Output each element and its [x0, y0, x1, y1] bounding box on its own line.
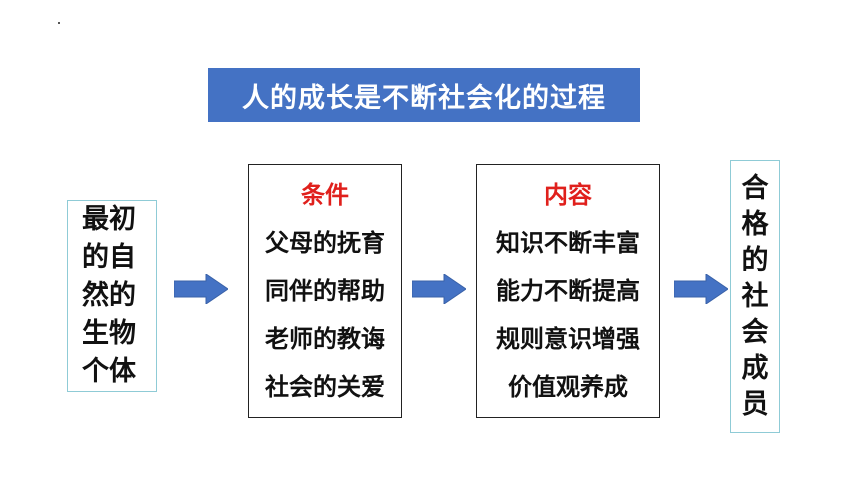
content-item: 能力不断提高 — [496, 277, 640, 305]
end-text: 合格的社会成员 — [741, 172, 769, 420]
condition-item: 父母的抚育 — [265, 229, 385, 257]
start-text: 最初的自然的生物个体 — [82, 204, 136, 387]
content-item: 规则意识增强 — [496, 325, 640, 353]
conditions-box: 条件 父母的抚育 同伴的帮助 老师的教诲 社会的关爱 — [248, 164, 402, 418]
conditions-heading: 条件 — [301, 181, 349, 209]
content-item: 知识不断丰富 — [496, 229, 640, 257]
contents-box: 内容 知识不断丰富 能力不断提高 规则意识增强 价值观养成 — [476, 164, 660, 418]
condition-item: 社会的关爱 — [265, 373, 385, 401]
stray-dot — [58, 22, 60, 24]
contents-heading: 内容 — [544, 181, 592, 209]
arrow-right-icon — [412, 274, 466, 304]
condition-item: 同伴的帮助 — [265, 277, 385, 305]
condition-item: 老师的教诲 — [265, 325, 385, 353]
content-item: 价值观养成 — [508, 373, 628, 401]
title-text: 人的成长是不断社会化的过程 — [242, 82, 606, 114]
arrow-right-icon — [674, 274, 728, 304]
end-box: 合格的社会成员 — [730, 160, 780, 433]
title-banner: 人的成长是不断社会化的过程 — [208, 68, 640, 122]
start-box: 最初的自然的生物个体 — [67, 200, 157, 392]
arrow-right-icon — [174, 274, 228, 304]
